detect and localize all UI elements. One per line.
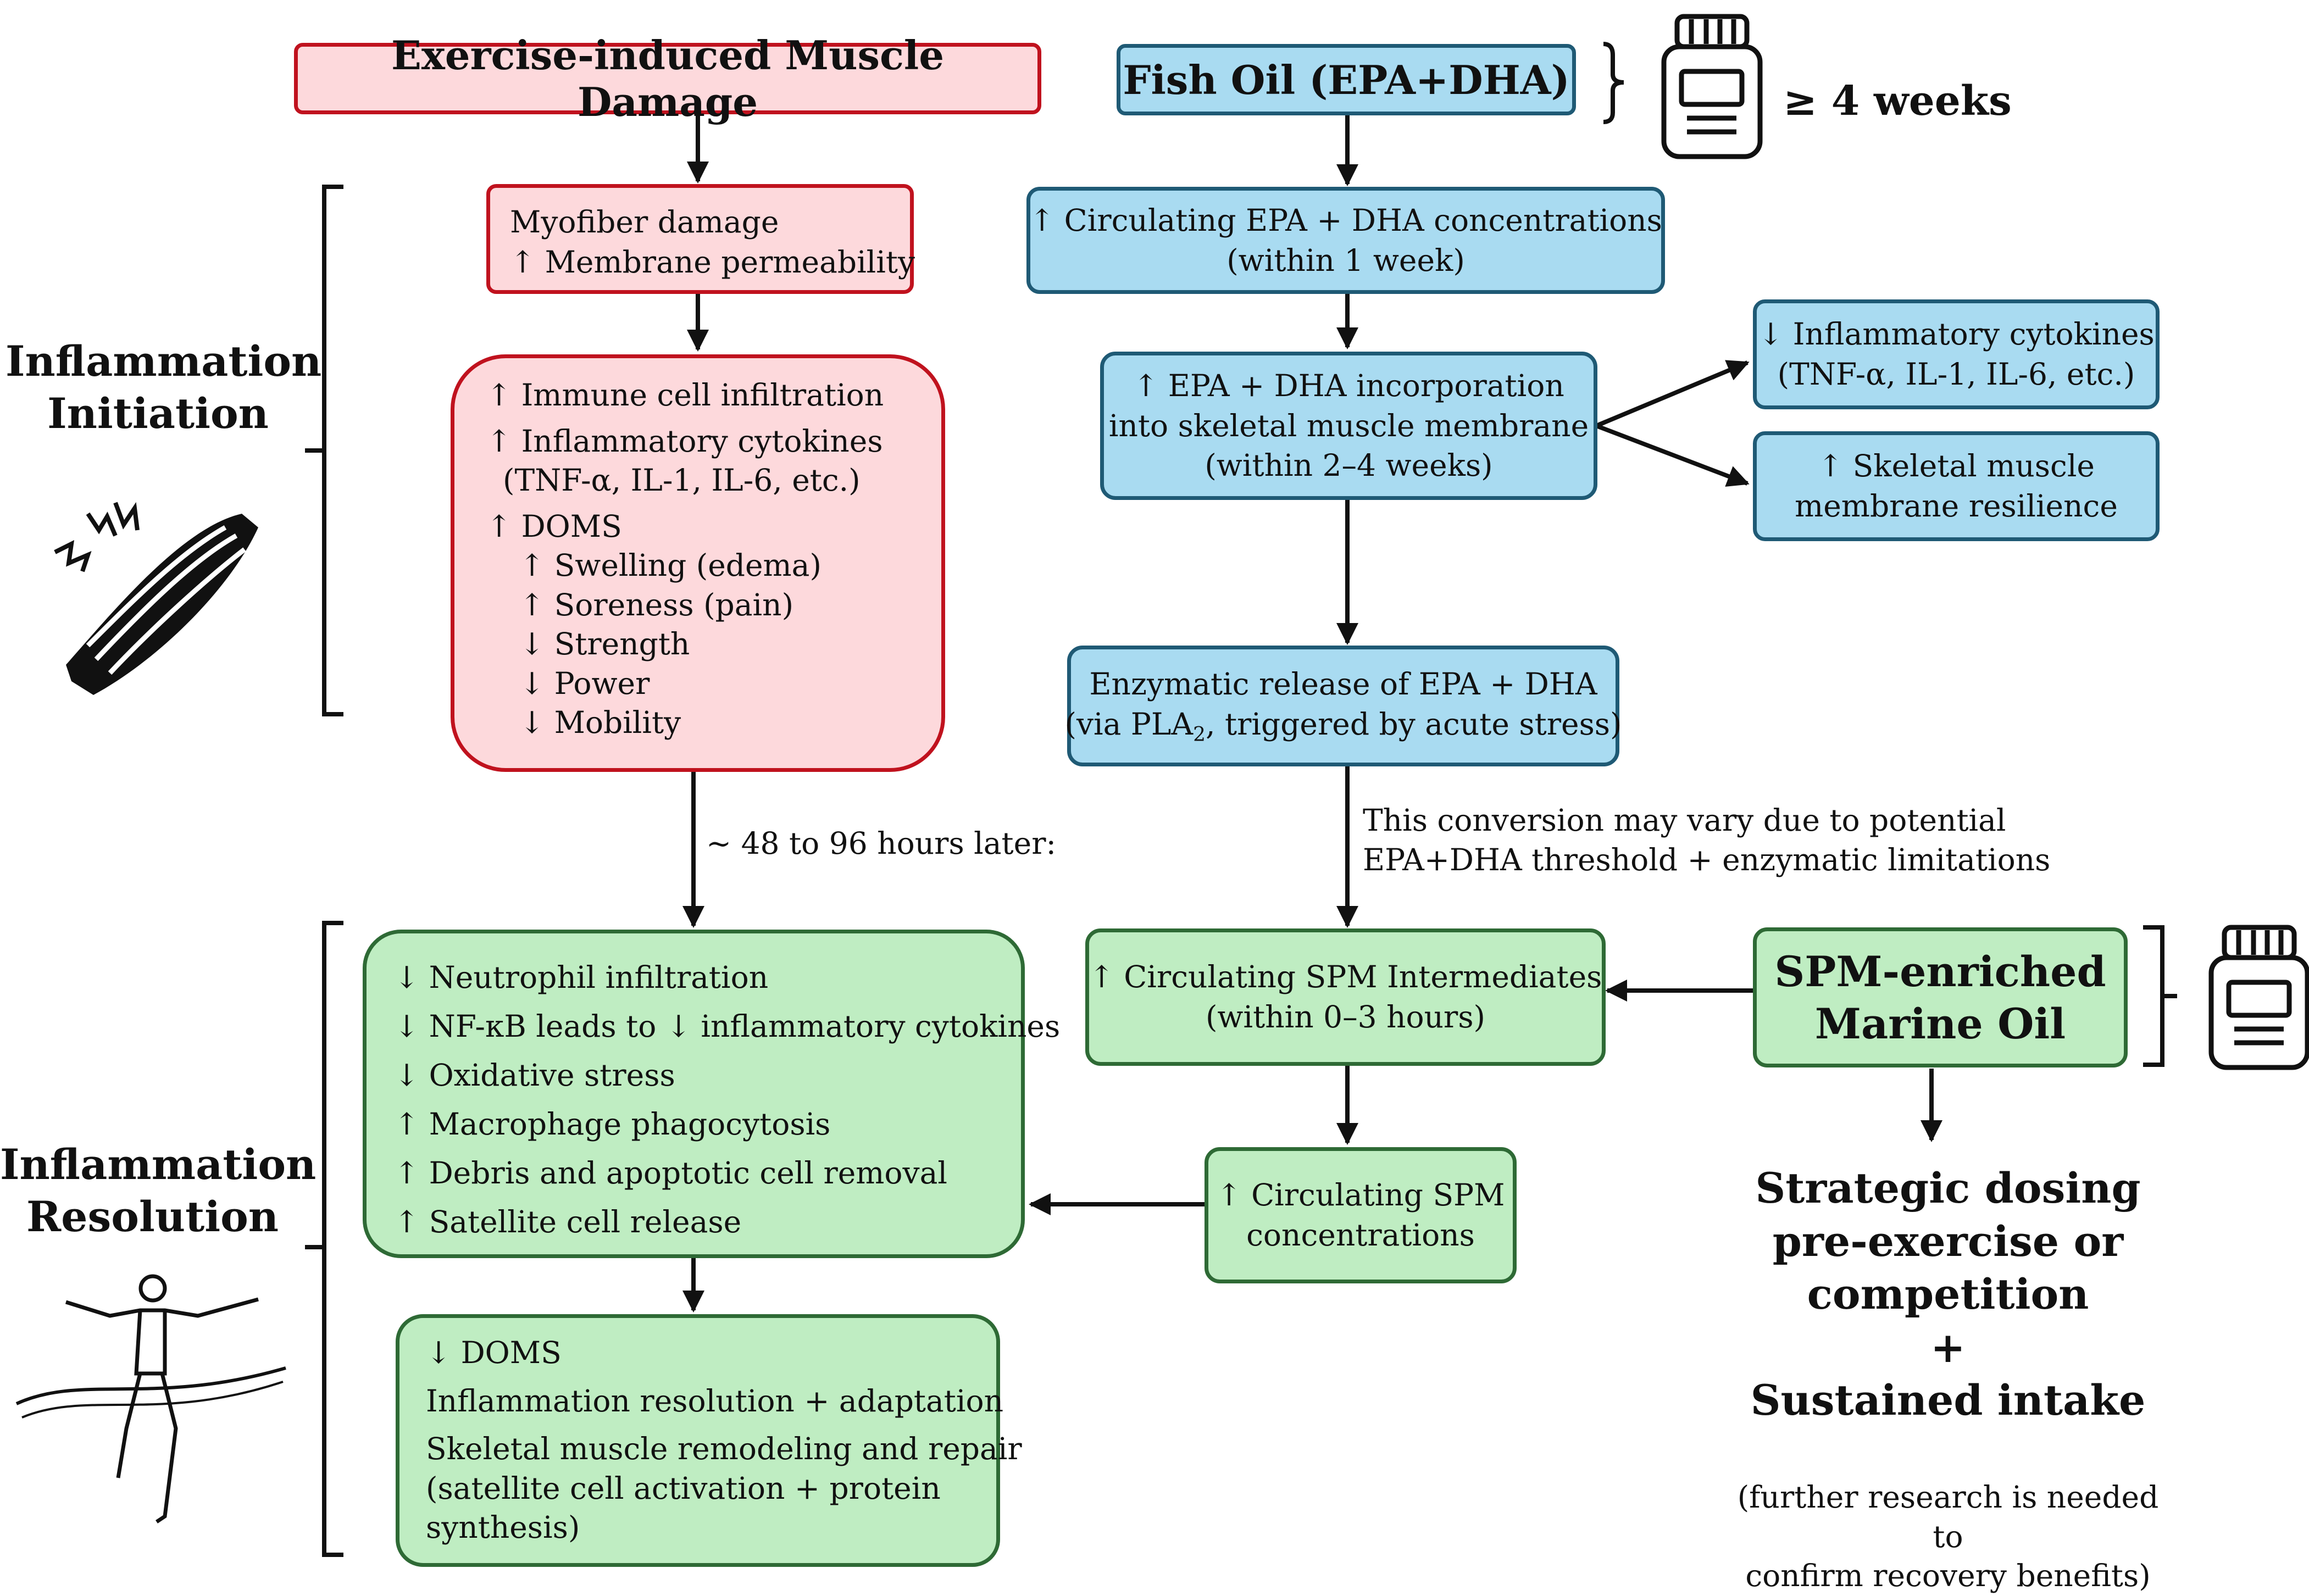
outcome-line: Inflammation resolution + adaptation (426, 1383, 1004, 1419)
initiation-line: ↓ Strength (519, 626, 690, 661)
spm-intermediates-box: ↑ Circulating SPM Intermediates (within … (1085, 928, 1606, 1066)
conversion-note: This conversion may vary due to potentia… (1363, 803, 2051, 877)
initiation-line: ↑ Inflammatory cytokines (486, 423, 883, 459)
initiation-line: ↑ Immune cell infiltration (486, 377, 884, 413)
fish-oil-title: Fish Oil (EPA+DHA) (1123, 56, 1570, 103)
initiation-line: ↓ Power (519, 665, 650, 701)
outcome-box: ↓ DOMS Inflammation resolution + adaptat… (396, 1314, 1022, 1567)
circulating-epa-dha-box: ↑ Circulating EPA + DHA concentrations (… (1026, 187, 1665, 294)
bracket-initiation (305, 185, 343, 716)
resolution-line: ↑ Macrophage phagocytosis (394, 1106, 831, 1142)
initiation-line: (TNF-α, IL-1, IL-6, etc.) (503, 463, 861, 498)
resolution-line: ↑ Debris and apoptotic cell removal (394, 1155, 947, 1191)
muscle-icon (54, 502, 258, 695)
emd-title: Exercise-induced Muscle Damage (391, 32, 944, 125)
outcome-line: ↓ DOMS (426, 1335, 562, 1370)
initiation-line: ↑ Swelling (edema) (519, 548, 822, 583)
resolution-line: ↓ Neutrophil infiltration (394, 960, 769, 995)
arrow-incorporation-to-cytokines (1595, 360, 1750, 428)
resolution-line: ↓ NF-κB leads to ↓ inflammatory cytokine… (394, 1009, 1061, 1044)
bottle-icon (1661, 14, 1763, 159)
outcome-line: Skeletal muscle remodeling and repair (426, 1431, 1022, 1466)
initiation-line: ↓ Mobility (519, 705, 681, 740)
research-note: (further research is needed to confirm r… (1737, 1480, 2159, 1593)
fish-oil-title-box: Fish Oil (EPA+DHA) (1117, 44, 1576, 115)
inflammation-resolution-box: ↓ Neutrophil infiltration ↓ NF-κB leads … (363, 930, 1061, 1258)
emd-title-box: Exercise-induced Muscle Damage (294, 32, 1041, 125)
inflammation-resolution-label: Inflammation Resolution (0, 1140, 317, 1241)
runner-icon (15, 1274, 286, 1523)
bracket-fish-oil (1603, 42, 1624, 124)
initiation-line: ↑ DOMS (486, 508, 622, 544)
weeks-label: ≥ 4 weeks (1783, 77, 2012, 125)
enzymatic-release-box: Enzymatic release of EPA + DHA (via PLA2… (1065, 646, 1622, 766)
membrane-resilience-box: ↑ Skeletal muscle membrane resilience (1753, 431, 2160, 541)
incorporation-box: ↑ EPA + DHA incorporation into skeletal … (1100, 352, 1597, 500)
arrow-incorporation-to-resilience (1595, 424, 1750, 487)
inflammation-initiation-label: Inflammation Initiation (5, 337, 322, 438)
spm-concentrations-box: ↑ Circulating SPM concentrations (1205, 1147, 1517, 1283)
strategy-text: Strategic dosing pre-exercise or competi… (1750, 1164, 2146, 1425)
cytokines-down-box: ↓ Inflammatory cytokines (TNF-α, IL-1, I… (1753, 299, 2160, 409)
outcome-line: synthesis) (426, 1510, 580, 1545)
outcome-line: (satellite cell activation + protein (426, 1470, 941, 1506)
inflammation-initiation-box: ↑ Immune cell infiltration ↑ Inflammator… (451, 354, 945, 772)
spm-marine-oil-box: SPM-enriched Marine Oil (1753, 927, 2128, 1067)
bracket-spm-oil (2143, 925, 2177, 1067)
resolution-line: ↑ Satellite cell release (394, 1204, 742, 1240)
bottle-icon (2208, 925, 2309, 1070)
resolution-line: ↓ Oxidative stress (394, 1058, 675, 1093)
bracket-resolution (305, 921, 343, 1557)
myofiber-damage-box: Myofiber damage ↑ Membrane permeability (486, 184, 915, 294)
initiation-line: ↑ Soreness (pain) (519, 587, 794, 622)
hours-later-note: ~ 48 to 96 hours later: (706, 826, 1057, 861)
